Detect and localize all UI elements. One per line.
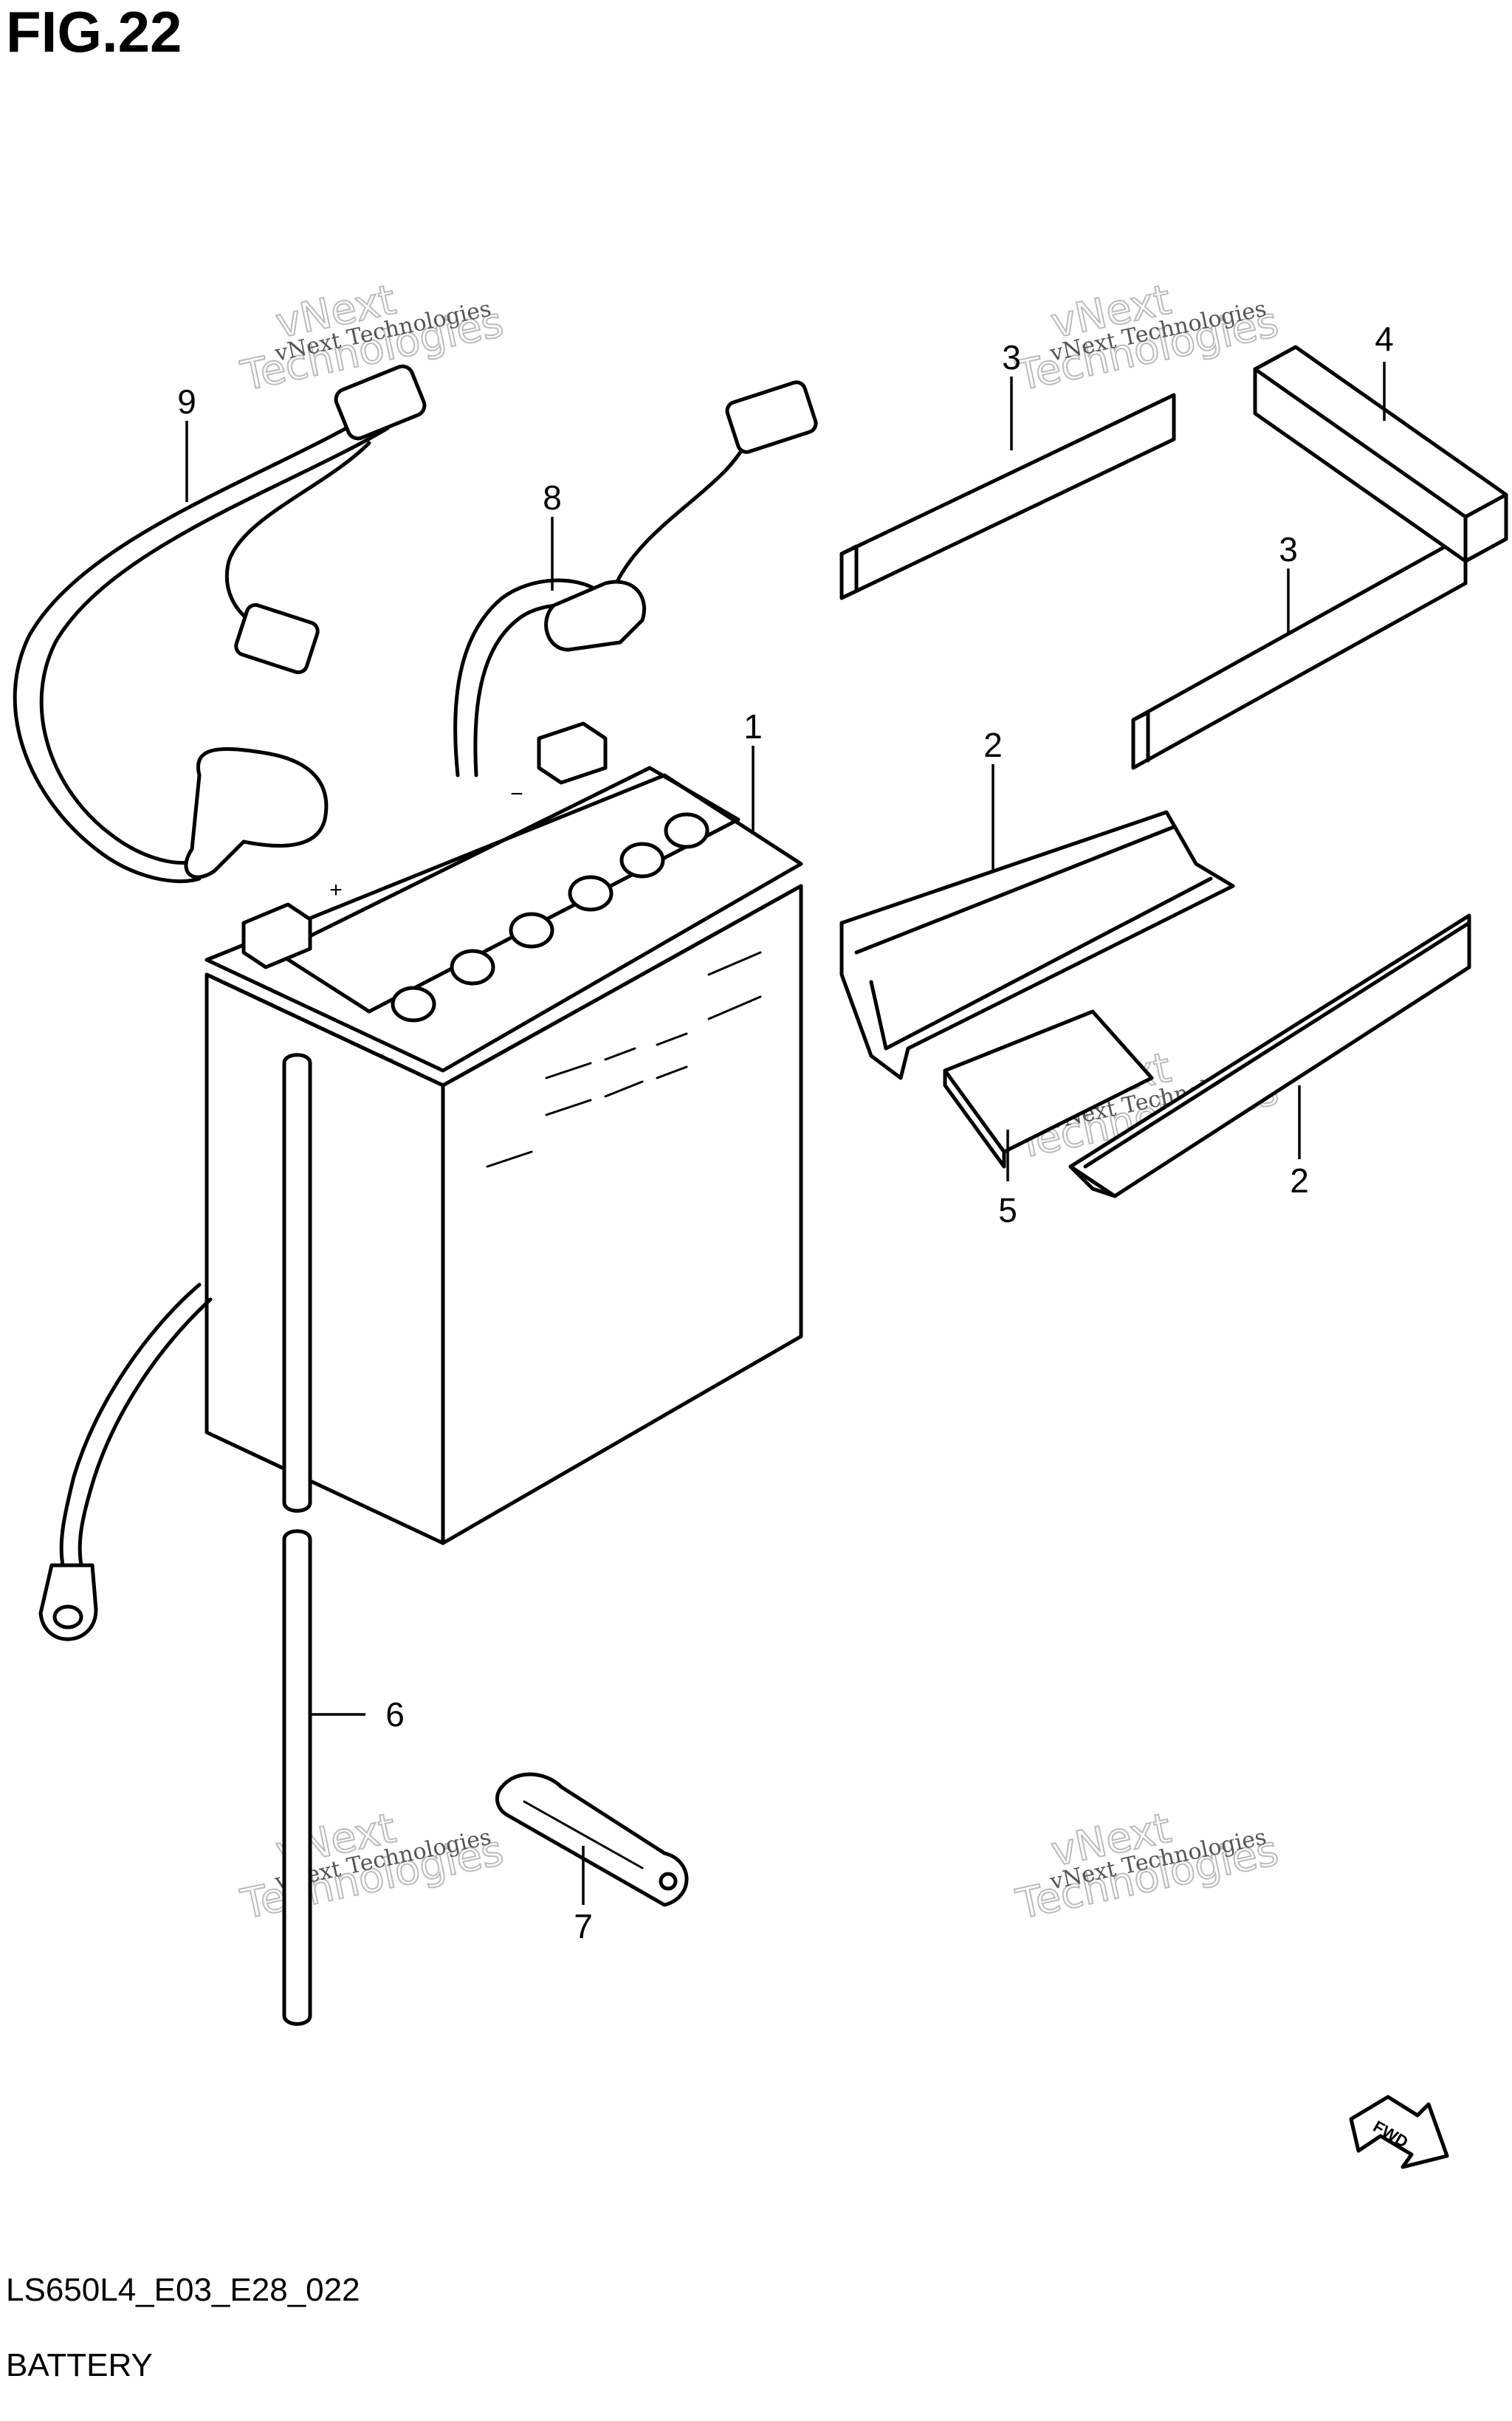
battery-negative-terminal [537, 721, 608, 785]
callout-pad-top: 3 [1002, 338, 1021, 377]
fwd-arrow: FWD [1349, 2095, 1449, 2169]
callout-pad-bottom: 5 [998, 1191, 1017, 1229]
band-slot [523, 1800, 644, 1869]
callout-pad-side: 4 [1375, 320, 1394, 358]
battery-lid-ridge [275, 766, 740, 1014]
figure-title: FIG.22 [6, 0, 182, 64]
callout-cushion-a: 2 [983, 726, 1003, 764]
battery-case-front [205, 972, 445, 1545]
battery-marking-1 [545, 1032, 688, 1079]
cushion-a-fold [854, 825, 1213, 1051]
part-lead-wire-9 [13, 364, 427, 884]
lead-wire-9-upper-connector [334, 364, 427, 441]
callout-pad-mid: 3 [1279, 530, 1298, 569]
callout-labels: 1 2 2 3 3 4 5 6 7 8 9 [177, 320, 1394, 1946]
part-band [495, 1772, 689, 1907]
lead-wire-8-cable-outer [453, 578, 600, 777]
pad-mid-edge [1131, 710, 1150, 763]
part-cushion-b [1068, 913, 1471, 1198]
callout-battery: 1 [743, 707, 763, 746]
breather-hose-upper [282, 1053, 312, 1513]
part-battery: + − [205, 721, 803, 1545]
ground-cable-ring-hole [52, 1604, 83, 1630]
lead-wire-9-sub-wire [224, 441, 371, 626]
fwd-arrow-shape [1349, 2095, 1449, 2169]
ground-cable-line-1 [59, 1282, 202, 1567]
battery-positive-terminal [241, 902, 312, 969]
pad-side-edge [1253, 367, 1508, 563]
breather-hose-lower [282, 1529, 312, 2026]
lead-wire-8-terminal [544, 580, 647, 652]
pad-side-face [1253, 345, 1508, 563]
lead-wire-9-cable-outer [13, 404, 386, 884]
watermark: vNext Technologies vNext Technologies [1011, 275, 1283, 402]
pad-mid-face [1131, 533, 1468, 770]
lead-wire-9-terminal-boot [184, 746, 329, 879]
figure-code: LS650L4_E03_E28_022 [6, 2272, 360, 2308]
part-lead-wire-8 [453, 380, 818, 777]
battery-cap-2 [450, 949, 495, 986]
battery-positive-symbol: + [329, 878, 343, 902]
battery-cap-5 [619, 842, 665, 879]
part-cushion-a [839, 810, 1235, 1080]
pad-bottom-edge [943, 1068, 1006, 1169]
part-pad-side [1253, 345, 1508, 563]
callout-cushion-b: 2 [1290, 1161, 1309, 1200]
lead-wire-9-lower-connector [234, 602, 320, 675]
battery-marking-2 [545, 1065, 688, 1116]
callout-breather-hose: 6 [385, 1695, 405, 1734]
cushion-a-body [839, 810, 1235, 1080]
leader-lines [185, 362, 1386, 1905]
cushion-b-fold [1068, 921, 1471, 1198]
callout-lead-wire-8: 8 [543, 478, 562, 517]
lead-wire-8-connector [725, 380, 818, 454]
pad-top-edge [839, 544, 859, 593]
watermark: vNext Technologies vNext Technologies [1011, 1804, 1283, 1930]
battery-cap-1 [391, 986, 436, 1023]
pad-bottom-face [943, 1009, 1154, 1154]
pad-top-face [839, 393, 1176, 600]
battery-cap-6 [664, 812, 709, 849]
battery-cap-3 [509, 912, 554, 949]
lead-wire-8-upper-wire [611, 433, 755, 593]
ground-cable-line-2 [78, 1297, 213, 1567]
watermark: vNext Technologies vNext Technologies [236, 1804, 508, 1930]
part-pad-mid [1131, 533, 1468, 770]
battery-cap-4 [568, 875, 614, 912]
lead-wire-9-cable-inner [39, 426, 390, 865]
figure-caption: BATTERY [6, 2347, 153, 2383]
ground-cable [38, 1282, 213, 1641]
band-hole [659, 1872, 678, 1891]
part-pad-bottom [943, 1009, 1154, 1169]
battery-negative-symbol: − [510, 782, 523, 806]
callout-lead-wire-9: 9 [177, 382, 196, 421]
part-pad-top [839, 393, 1176, 600]
battery-lid-edge [205, 884, 803, 1088]
battery-marking-3 [486, 951, 762, 1168]
callout-band: 7 [574, 1907, 593, 1946]
part-breather-hose [282, 1053, 312, 2026]
